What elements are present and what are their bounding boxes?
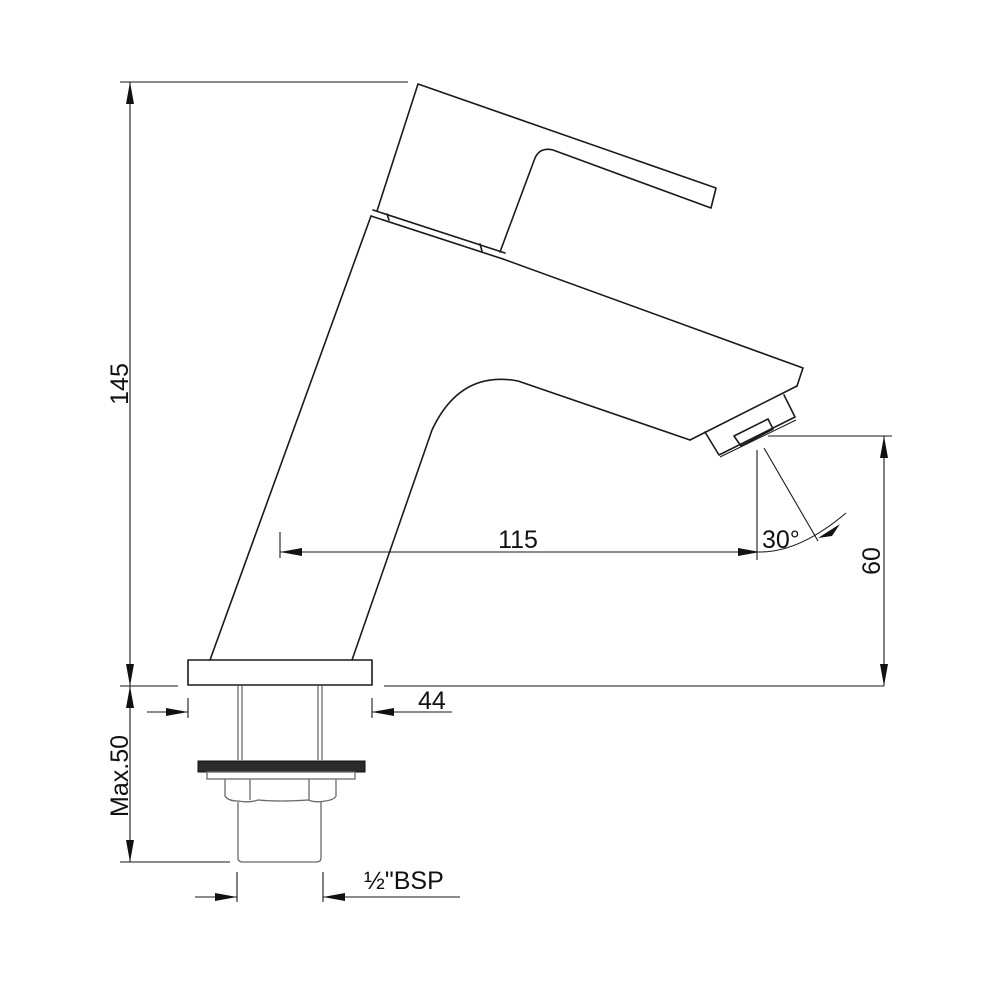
dimension-label-max50: Max.50 bbox=[106, 735, 134, 817]
spout-underside bbox=[351, 378, 691, 661]
base-flange bbox=[187, 659, 373, 686]
tail-pipe bbox=[237, 802, 322, 863]
tap-base bbox=[187, 659, 373, 863]
cartridge-cap-seam bbox=[370, 209, 506, 260]
dimension-reach-115: 115 bbox=[279, 526, 762, 558]
tap-body bbox=[209, 83, 804, 661]
dimension-label-60: 60 bbox=[858, 547, 886, 575]
dimension-label-bsp: ½"BSP bbox=[364, 867, 444, 895]
dimension-angle-30: 30° bbox=[756, 447, 847, 560]
dimension-label-30deg: 30° bbox=[762, 526, 800, 554]
washer bbox=[206, 771, 356, 780]
dimension-label-145: 145 bbox=[106, 363, 134, 405]
threaded-shank bbox=[237, 686, 323, 760]
dimension-label-44: 44 bbox=[418, 687, 446, 715]
dimension-thread-bsp: ½"BSP bbox=[195, 867, 460, 902]
spout-top-edge bbox=[502, 258, 804, 387]
aerator bbox=[689, 385, 798, 458]
dimension-max-50: Max.50 bbox=[106, 686, 230, 863]
dimension-height-145: 145 bbox=[106, 81, 408, 686]
dimension-spout-height-60: 60 bbox=[768, 435, 892, 686]
dimension-base-44: 44 bbox=[147, 687, 452, 718]
gasket bbox=[197, 760, 366, 773]
dimension-label-115: 115 bbox=[498, 526, 538, 554]
lever-handle bbox=[376, 83, 717, 253]
back-nut bbox=[224, 779, 337, 803]
body-front-edge bbox=[209, 215, 372, 661]
